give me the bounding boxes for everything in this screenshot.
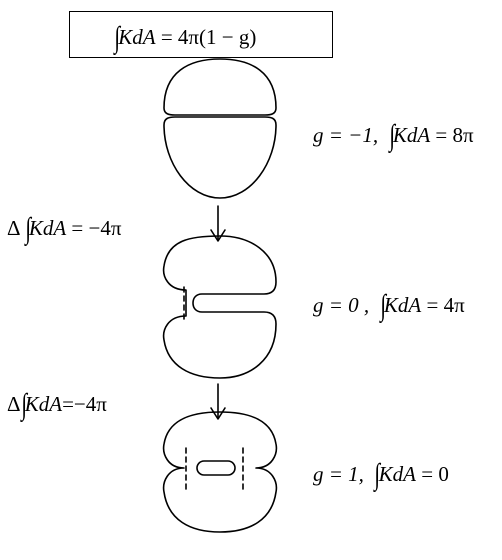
integral-sign-icon: ∫ <box>114 21 120 54</box>
upper-hemisphere-shape <box>163 58 277 116</box>
integral-sign-icon: ∫ <box>374 458 381 491</box>
arrow-down-icon <box>210 383 226 420</box>
torus-surface-shape <box>162 411 278 533</box>
torus-hole-shape <box>196 460 236 476</box>
integral-sign-icon: ∫ <box>388 119 395 152</box>
lower-hemisphere-shape <box>163 116 277 199</box>
arrow-down-icon <box>210 205 226 242</box>
neck-dashed-line <box>185 447 244 491</box>
stage-label-1: g = −1, ∫KdA = 8π <box>313 119 474 152</box>
stage-label-3: g = 1, ∫KdA = 0 <box>313 458 449 491</box>
transition-label-2: Δ∫KdA=−4π <box>7 388 107 421</box>
header-formula: ∫KdA = 4π(1 − g) <box>114 21 257 54</box>
transition-label-1: Δ ∫KdA = −4π <box>7 212 122 245</box>
integral-sign-icon: ∫ <box>24 212 31 245</box>
integral-sign-icon: ∫ <box>20 388 27 421</box>
formula-box: ∫KdA = 4π(1 − g) <box>69 11 333 58</box>
stage-label-2: g = 0 , ∫KdA = 4π <box>313 289 465 322</box>
integral-sign-icon: ∫ <box>379 289 386 322</box>
joined-surface-shape <box>162 235 277 379</box>
